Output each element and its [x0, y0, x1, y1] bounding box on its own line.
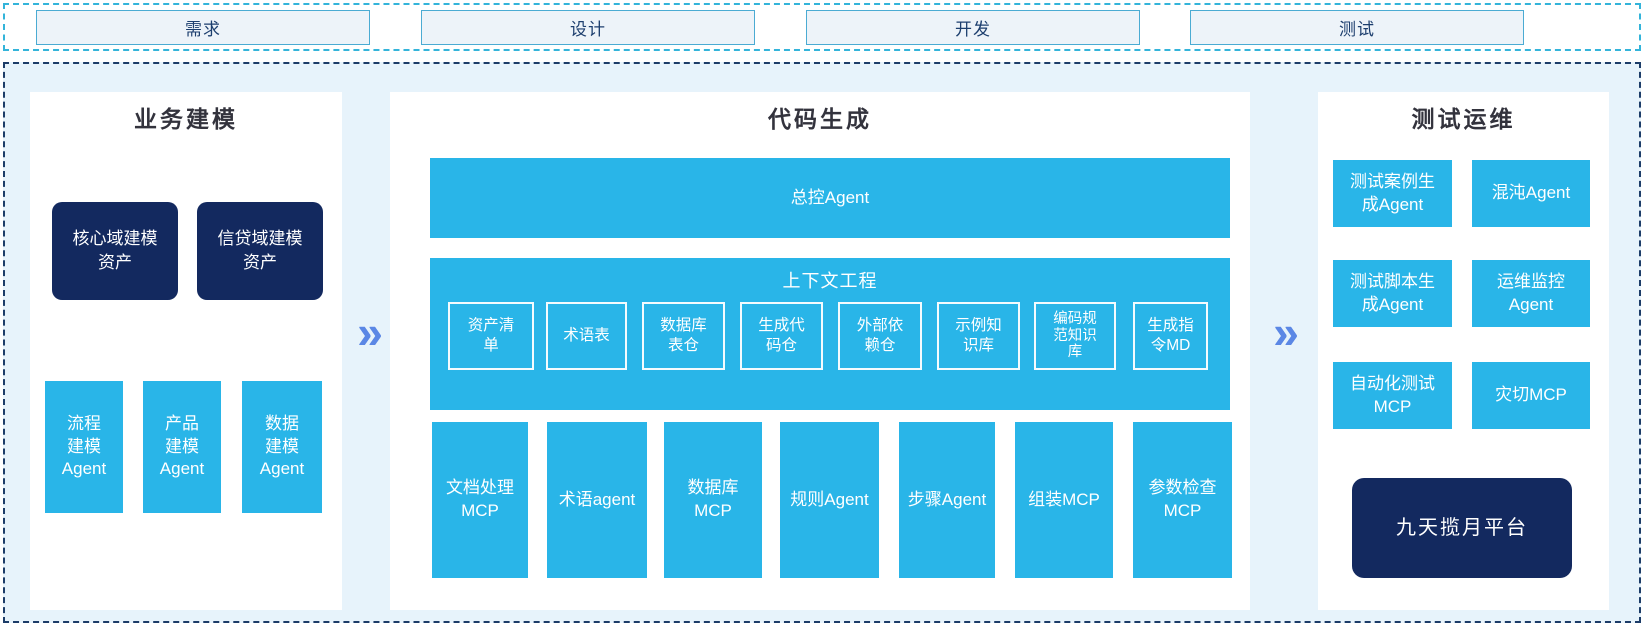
- phase-box-design: 设计: [421, 10, 755, 45]
- box-process-modeling-agent: 流程 建模 Agent: [45, 381, 123, 513]
- box-external-dependency-repo: 外部依 赖仓: [838, 302, 922, 370]
- phase-box-requirements: 需求: [36, 10, 370, 45]
- box-credit-domain-modeling-assets: 信贷域建模 资产: [197, 202, 323, 300]
- panel-code-generation: 代码生成 总控Agent 上下文工程 资产清 单 术语表 数据库 表仓 生成代 …: [390, 92, 1250, 610]
- box-rule-agent: 规则Agent: [780, 422, 879, 578]
- main-container: 业务建模 核心域建模 资产 信贷域建模 资产 流程 建模 Agent 产品 建模…: [3, 62, 1641, 623]
- panel-test-ops: 测试运维 测试案例生 成Agent 混沌Agent 测试脚本生 成Agent 运…: [1318, 92, 1609, 610]
- box-generated-code-repo: 生成代 码仓: [740, 302, 823, 370]
- box-master-control-agent: 总控Agent: [430, 158, 1230, 238]
- box-document-processing-mcp: 文档处理 MCP: [432, 422, 528, 578]
- panel-title-business-modeling: 业务建模: [134, 106, 238, 132]
- box-ops-monitoring-agent: 运维监控 Agent: [1472, 260, 1590, 327]
- box-database-table-repo: 数据库 表仓: [642, 302, 725, 370]
- box-test-script-generation-agent: 测试脚本生 成Agent: [1333, 260, 1452, 327]
- phase-box-testing: 测试: [1190, 10, 1524, 45]
- box-automated-test-mcp: 自动化测试 MCP: [1333, 362, 1452, 429]
- box-product-modeling-agent: 产品 建模 Agent: [143, 381, 221, 513]
- box-test-case-generation-agent: 测试案例生 成Agent: [1333, 160, 1452, 227]
- box-generation-instruction-md: 生成指 令MD: [1133, 302, 1208, 370]
- phase-box-development: 开发: [806, 10, 1140, 45]
- context-engineering-band: 上下文工程 资产清 单 术语表 数据库 表仓 生成代 码仓 外部依 赖仓 示例知…: [430, 258, 1230, 410]
- panel-title-code-generation: 代码生成: [768, 106, 872, 132]
- box-chaos-agent: 混沌Agent: [1472, 160, 1590, 227]
- box-assembly-mcp: 组装MCP: [1015, 422, 1113, 578]
- phase-bar: 需求 设计 开发 测试: [3, 3, 1641, 51]
- box-example-knowledge-base: 示例知 识库: [937, 302, 1020, 370]
- panel-title-test-ops: 测试运维: [1411, 106, 1516, 132]
- box-jiutian-lanyue-platform: 九天揽月平台: [1352, 478, 1572, 578]
- box-disaster-switch-mcp: 灾切MCP: [1472, 362, 1590, 429]
- box-glossary: 术语表: [546, 302, 627, 370]
- context-engineering-title: 上下文工程: [782, 271, 878, 291]
- panel-business-modeling: 业务建模 核心域建模 资产 信贷域建模 资产 流程 建模 Agent 产品 建模…: [30, 92, 342, 610]
- box-coding-standard-knowledge-base: 编码规 范知识 库: [1034, 302, 1116, 370]
- double-chevron-icon: »: [1273, 306, 1299, 358]
- box-core-domain-modeling-assets: 核心域建模 资产: [52, 202, 178, 300]
- box-data-modeling-agent: 数据 建模 Agent: [242, 381, 322, 513]
- box-database-mcp: 数据库 MCP: [664, 422, 762, 578]
- box-parameter-check-mcp: 参数检查 MCP: [1133, 422, 1232, 578]
- box-glossary-agent: 术语agent: [547, 422, 647, 578]
- box-step-agent: 步骤Agent: [899, 422, 995, 578]
- box-asset-list: 资产清 单: [448, 302, 534, 370]
- double-chevron-icon: »: [357, 306, 383, 358]
